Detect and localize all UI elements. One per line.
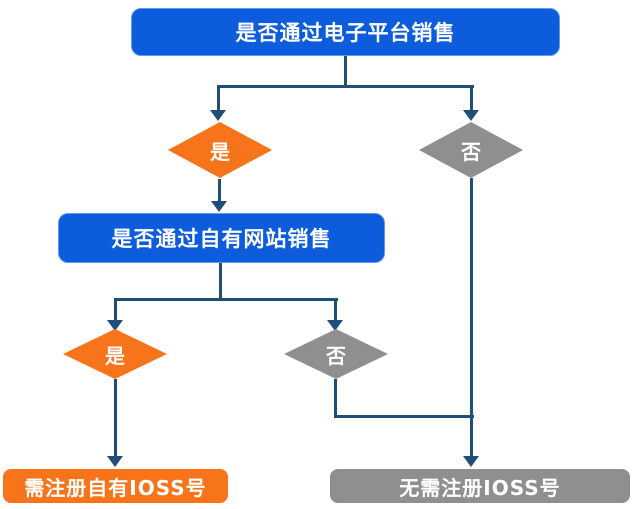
question-box-own-website-sales-label: 是否通过自有网站销售 <box>111 227 332 251</box>
result-box-no-register-ioss: 无需注册IOSS号 <box>330 469 630 503</box>
arrowhead-to-no-register <box>463 456 479 467</box>
connector-q1-stem <box>344 56 347 87</box>
decision-q1-no-label: 否 <box>461 139 481 164</box>
arrowhead-q1-to-yes <box>210 110 226 121</box>
question-box-platform-sales-label: 是否通过电子平台销售 <box>235 21 456 45</box>
connector-q2-to-no <box>334 298 337 322</box>
decision-q1-yes-label: 是 <box>210 139 230 164</box>
decision-q1-yes: 是 <box>168 122 272 178</box>
question-box-platform-sales: 是否通过电子平台销售 <box>131 8 560 56</box>
connector-q2-stem <box>219 263 222 300</box>
decision-q2-no-label: 否 <box>326 343 346 368</box>
connector-q1-to-no <box>470 85 473 112</box>
arrowhead-q2-to-no <box>327 320 343 331</box>
result-box-register-ioss-label: 需注册自有IOSS号 <box>24 475 207 500</box>
arrowhead-yes1-to-q2 <box>211 201 227 212</box>
connector-no1-to-no-register <box>470 178 473 458</box>
connector-no2-down <box>334 379 337 418</box>
decision-q2-yes: 是 <box>63 329 167 379</box>
decision-q2-yes-label: 是 <box>105 343 125 368</box>
result-box-no-register-ioss-label: 无需注册IOSS号 <box>399 475 561 500</box>
decision-q1-no: 否 <box>419 122 523 178</box>
connector-yes1-to-q2 <box>218 179 221 203</box>
connector-q2-branch-bar <box>114 298 338 301</box>
connector-q2-to-yes <box>114 298 117 322</box>
connector-yes2-to-register <box>114 379 117 458</box>
decision-q2-no: 否 <box>284 329 388 379</box>
result-box-register-ioss: 需注册自有IOSS号 <box>3 469 228 503</box>
arrowhead-yes2-to-register <box>107 456 123 467</box>
question-box-own-website-sales: 是否通过自有网站销售 <box>58 213 385 263</box>
arrowhead-q1-to-no <box>463 110 479 121</box>
connector-q1-to-yes <box>217 85 220 112</box>
connector-q1-branch-bar <box>217 85 474 88</box>
arrowhead-q2-to-yes <box>107 320 123 331</box>
connector-no2-join <box>334 415 474 418</box>
